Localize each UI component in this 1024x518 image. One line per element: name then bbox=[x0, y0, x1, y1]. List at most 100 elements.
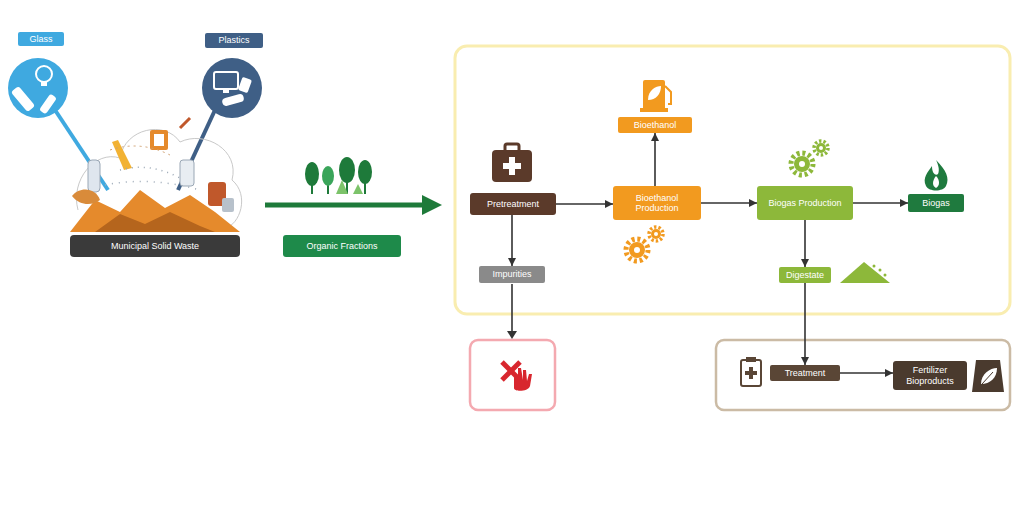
waste-pile bbox=[154, 134, 164, 146]
product-tag: Biogas bbox=[908, 194, 964, 212]
node-text: Plastics bbox=[218, 35, 249, 45]
trees bbox=[358, 160, 372, 184]
medkit-icon bbox=[492, 144, 532, 182]
waste-pile bbox=[222, 198, 234, 212]
waste-pile bbox=[105, 181, 200, 190]
node-text: Biogas Production bbox=[768, 198, 841, 208]
source-bar: Municipal Solid Waste bbox=[70, 235, 240, 257]
gear-icon bbox=[634, 247, 640, 253]
treatment-panel bbox=[716, 340, 1010, 410]
category-tag: Glass bbox=[18, 32, 64, 46]
category-tag: Plastics bbox=[205, 33, 263, 48]
process-panel bbox=[455, 46, 1010, 314]
waste-pile bbox=[110, 146, 170, 155]
waste-pile bbox=[180, 160, 194, 186]
process-box: Treatment bbox=[770, 365, 840, 381]
trees bbox=[336, 180, 348, 194]
waste-pile bbox=[72, 190, 100, 204]
flow-arrow bbox=[804, 220, 806, 267]
flow-arrow bbox=[511, 215, 513, 266]
trees bbox=[305, 157, 372, 194]
node-text: Glass bbox=[29, 34, 52, 44]
clipboard-icon bbox=[745, 371, 757, 375]
medkit-icon bbox=[492, 150, 532, 182]
glass-icon bbox=[36, 66, 52, 82]
waste-pile bbox=[180, 118, 190, 128]
flow-label-box: Organic Fractions bbox=[283, 235, 401, 257]
trees bbox=[322, 166, 334, 186]
fertilizer-bag-icon bbox=[982, 372, 993, 384]
fuel-pump-icon bbox=[665, 86, 671, 104]
discard-icon bbox=[502, 362, 532, 391]
node-text: Pretreatment bbox=[487, 199, 539, 209]
digestate-pile bbox=[879, 269, 882, 272]
flow-arrow bbox=[853, 202, 908, 204]
product-tag: Bioethanol bbox=[618, 117, 692, 133]
digestate-pile bbox=[840, 262, 890, 283]
gear-icon bbox=[651, 229, 661, 239]
flow-arrow-large bbox=[265, 195, 442, 215]
flow-arrow bbox=[701, 202, 757, 204]
gear-icon bbox=[794, 156, 810, 172]
waste-pile bbox=[70, 118, 242, 232]
digestate-pile bbox=[840, 262, 890, 283]
gear-icon bbox=[814, 141, 828, 155]
discard-arrow bbox=[511, 284, 513, 332]
node-text: Bioethanol Production bbox=[617, 193, 697, 214]
gear-icon bbox=[626, 239, 648, 261]
fuel-pump-icon bbox=[640, 80, 671, 112]
trees bbox=[353, 184, 363, 194]
clipboard-icon bbox=[741, 360, 761, 386]
waste-pile bbox=[95, 212, 215, 232]
process-box: Pretreatment bbox=[470, 193, 556, 215]
gear-icon bbox=[791, 141, 828, 175]
plastics-icon bbox=[178, 110, 215, 190]
medkit-icon bbox=[503, 163, 521, 169]
node-text: Fertilizer Bioproducts bbox=[897, 365, 963, 386]
clipboard-icon bbox=[741, 357, 761, 386]
plastics-icon bbox=[221, 93, 244, 106]
plastics-icon bbox=[223, 89, 229, 93]
flow-arrow bbox=[804, 283, 806, 365]
flame-icon bbox=[925, 160, 948, 191]
flow-arrow bbox=[840, 372, 893, 374]
plastics-icon bbox=[178, 58, 262, 190]
discard-panel bbox=[470, 340, 555, 410]
node-text: Bioethanol bbox=[634, 120, 677, 130]
gear-icon bbox=[649, 227, 663, 241]
waste-pile bbox=[112, 140, 132, 170]
flow-arrow bbox=[556, 203, 613, 205]
digestate-pile bbox=[873, 265, 876, 268]
process-box: Bioethanol Production bbox=[613, 186, 701, 220]
fertilizer-bag-icon bbox=[972, 360, 1004, 392]
discard-icon bbox=[514, 368, 532, 391]
discard-arrow bbox=[507, 331, 517, 339]
gear-icon bbox=[819, 146, 823, 150]
gear-icon bbox=[654, 232, 658, 236]
fuel-pump-icon bbox=[648, 86, 661, 100]
digestate-pile bbox=[884, 274, 887, 277]
fertilizer-bag-icon bbox=[981, 368, 997, 384]
node-text: Treatment bbox=[785, 368, 826, 378]
gear-icon bbox=[629, 242, 645, 258]
gear-icon bbox=[816, 143, 826, 153]
node-text: Municipal Solid Waste bbox=[111, 241, 199, 251]
glass-icon bbox=[39, 94, 57, 115]
trees bbox=[305, 162, 319, 186]
waste-pile bbox=[88, 160, 100, 192]
product-box: Fertilizer Bioproducts bbox=[893, 361, 967, 390]
process-box: Biogas Production bbox=[757, 186, 853, 220]
flow-arrow-large bbox=[422, 195, 442, 215]
node-text: Impurities bbox=[492, 269, 531, 279]
flow-arrow bbox=[654, 133, 656, 186]
plastics-icon bbox=[214, 72, 238, 89]
fertilizer-bag-icon bbox=[972, 360, 1004, 392]
glass-icon bbox=[8, 58, 68, 118]
glass-icon bbox=[41, 81, 47, 86]
node-text: Organic Fractions bbox=[306, 241, 377, 251]
waste-pile bbox=[120, 167, 180, 178]
flame-icon bbox=[933, 176, 939, 188]
gear-icon bbox=[626, 227, 663, 261]
